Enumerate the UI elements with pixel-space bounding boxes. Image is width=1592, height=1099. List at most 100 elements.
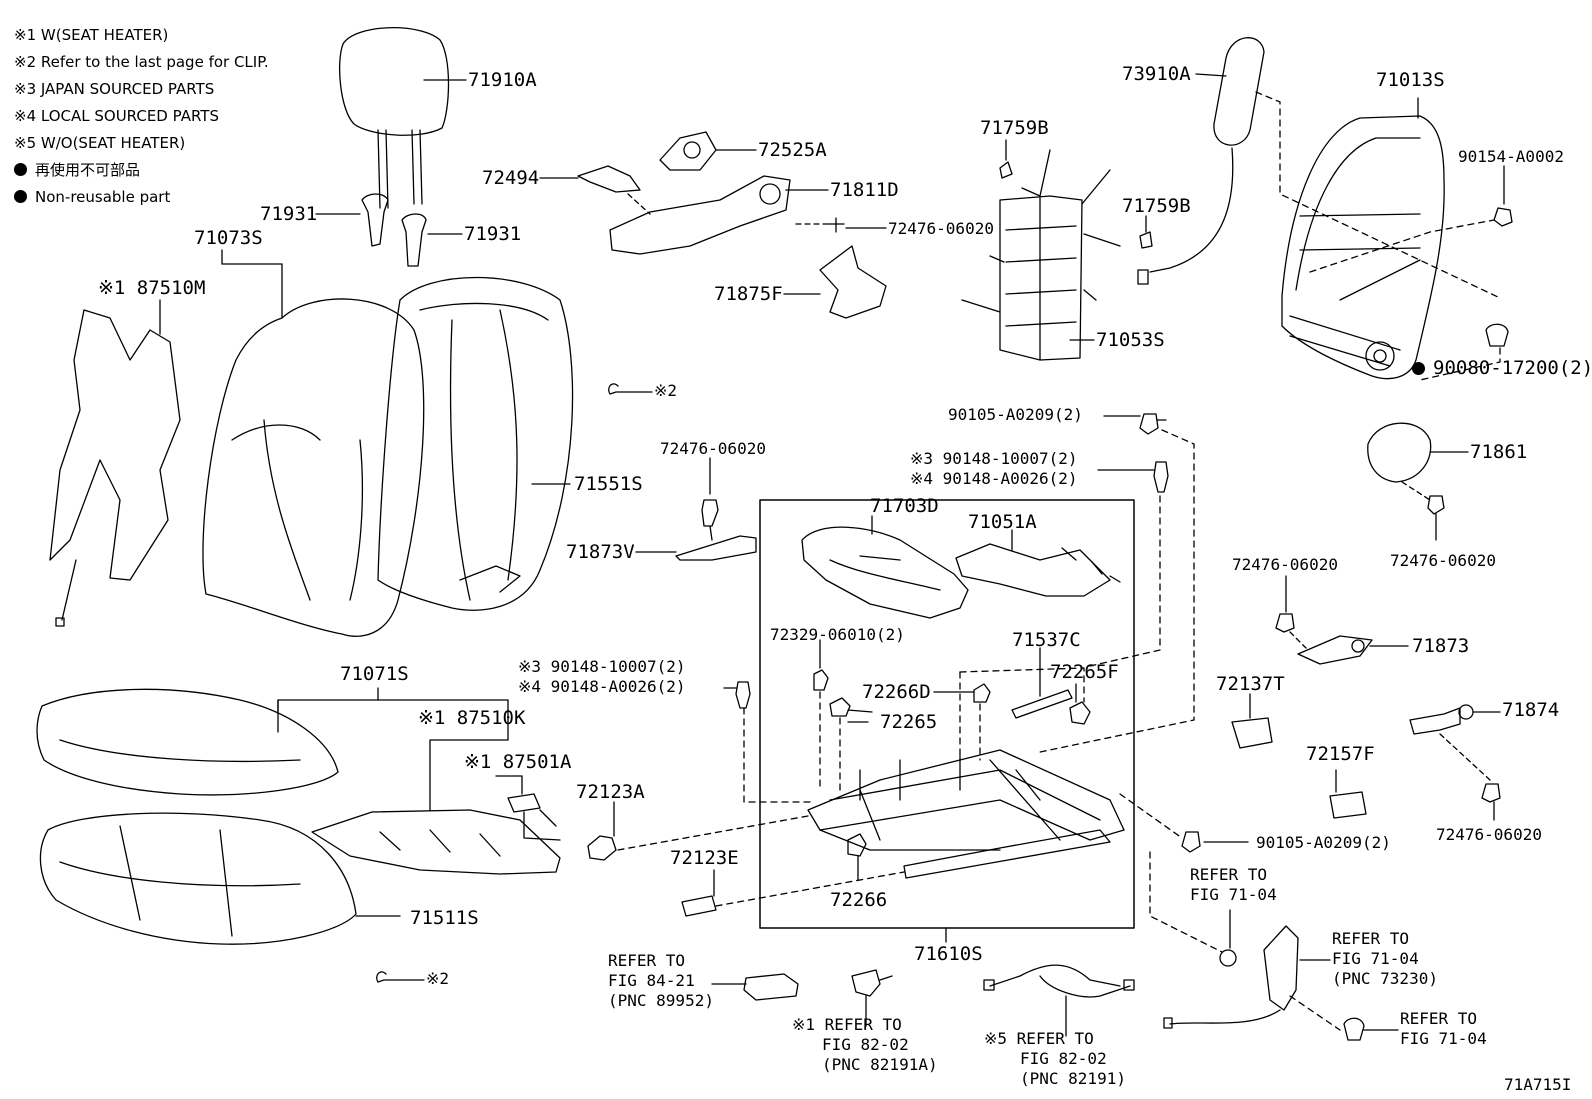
legend-note-5: ※5 W/O(SEAT HEATER) bbox=[14, 134, 186, 152]
part-label-90105-A0209-b: 90105-A0209(2) bbox=[1256, 833, 1391, 852]
cover-71861 bbox=[1367, 422, 1432, 483]
clip-note-a: ※2 bbox=[654, 381, 678, 400]
pan-71703D bbox=[801, 526, 969, 619]
part-label-90148-A0026-a: ※4 90148-A0026(2) bbox=[910, 469, 1078, 488]
bolt-72476-b bbox=[1427, 495, 1445, 515]
part-label-71759B-b: 71759B bbox=[1122, 195, 1191, 217]
ref-fig7104-b-line1: REFER TO bbox=[1332, 929, 1410, 948]
nut-90080 bbox=[1485, 323, 1509, 347]
part-label-71073S: 71073S bbox=[194, 227, 263, 249]
part-label-71931-b: 71931 bbox=[464, 223, 522, 245]
ref-fig8202b-line3: (PNC 82191) bbox=[1020, 1069, 1126, 1088]
heater-mat-87510K bbox=[311, 809, 561, 875]
ref-fig7104-b-line3: (PNC 73230) bbox=[1332, 969, 1438, 988]
bolt-90105-b bbox=[1181, 831, 1201, 853]
part-label-71875F: 71875F bbox=[714, 283, 783, 305]
clip-71759B-a bbox=[999, 161, 1013, 179]
legend-nonreusable-en: Non-reusable part bbox=[14, 184, 269, 211]
part-label-72265F: 72265F bbox=[1050, 661, 1119, 683]
cushion-pad-71511S bbox=[39, 812, 357, 945]
harness-ref-82191 bbox=[983, 964, 1135, 998]
seat-frame-group-box bbox=[759, 499, 1135, 929]
bolt-72476-d bbox=[1275, 613, 1295, 633]
part-label-72266D: 72266D bbox=[862, 681, 931, 703]
bolt-90105-a bbox=[1139, 413, 1167, 435]
part-label-71873V: 71873V bbox=[566, 541, 635, 563]
part-label-71873: 71873 bbox=[1412, 635, 1470, 657]
clip-72265F bbox=[1069, 701, 1091, 725]
part-label-72476-06020-b: 72476-06020 bbox=[1390, 551, 1496, 570]
part-label-72329-06010: 72329-06010(2) bbox=[770, 625, 905, 644]
bolt-72476-a bbox=[827, 217, 845, 233]
part-label-72476-06020-d: 72476-06020 bbox=[1232, 555, 1338, 574]
part-label-71013S: 71013S bbox=[1376, 69, 1445, 91]
cover-71811D bbox=[609, 175, 791, 255]
airbag-73910A bbox=[1137, 37, 1265, 285]
part-label-72525A: 72525A bbox=[758, 139, 827, 161]
figure-id: 71A715I bbox=[1504, 1075, 1572, 1094]
module-ref-8421 bbox=[743, 973, 799, 1001]
clip-note-b: ※2 bbox=[426, 969, 450, 988]
filled-dot-icon bbox=[14, 190, 27, 203]
part-label-71071S: 71071S bbox=[340, 663, 409, 685]
part-label-90148-A0026-b: ※4 90148-A0026(2) bbox=[518, 677, 686, 696]
legend-nonreusable-en-text: Non-reusable part bbox=[35, 188, 171, 206]
bracket-71874 bbox=[1409, 707, 1461, 735]
bolt-72476-c bbox=[701, 499, 719, 527]
clip-72123E bbox=[681, 895, 717, 917]
frame-71013S bbox=[1281, 115, 1445, 380]
ref-fig7104-b-line2: FIG 71-04 bbox=[1332, 949, 1419, 968]
clip-72266D bbox=[973, 683, 991, 703]
clip-72123A bbox=[587, 835, 617, 861]
part-label-90080-17200: 90080-17200(2) bbox=[1412, 358, 1592, 378]
part-label-71759B-a: 71759B bbox=[980, 117, 1049, 139]
bracket-71873 bbox=[1297, 635, 1373, 665]
part-label-71511S: 71511S bbox=[410, 907, 479, 929]
clip-72265 bbox=[829, 697, 851, 717]
support-71931-right bbox=[401, 213, 427, 267]
cushion-cover-71071S bbox=[36, 688, 339, 796]
part-label-72266: 72266 bbox=[830, 889, 888, 911]
legend-note-3: ※3 JAPAN SOURCED PARTS bbox=[14, 80, 215, 98]
legend-note-1: ※1 W(SEAT HEATER) bbox=[14, 26, 169, 44]
ring-ref bbox=[1219, 949, 1237, 967]
headrest-71910A bbox=[338, 27, 450, 209]
nut-ref bbox=[1343, 1017, 1365, 1041]
part-label-87510K: ※1 87510K bbox=[418, 707, 526, 729]
ref-fig7104-c-line2: FIG 71-04 bbox=[1400, 1029, 1487, 1048]
seatback-pad-71551S bbox=[377, 276, 574, 611]
part-label-90105-A0209-a: 90105-A0209(2) bbox=[948, 405, 1083, 424]
part-label-71874: 71874 bbox=[1502, 699, 1560, 721]
part-label-71051A: 71051A bbox=[968, 511, 1037, 533]
legend-nonreusable-jp-text: 再使用不可部品 bbox=[35, 161, 141, 179]
part-label-71610S: 71610S bbox=[914, 943, 983, 965]
part-label-71053S: 71053S bbox=[1096, 329, 1165, 351]
switch-87501A bbox=[507, 793, 541, 813]
ref-fig8421-line1: REFER TO bbox=[608, 951, 686, 970]
part-label-72476-06020-a: 72476-06020 bbox=[888, 219, 994, 238]
nut-90154 bbox=[1493, 207, 1513, 227]
part-label-90080-17200-text: 90080-17200(2) bbox=[1433, 357, 1592, 379]
ref-fig8421-line3: (PNC 89952) bbox=[608, 991, 714, 1010]
bolt-90148-b bbox=[735, 681, 751, 709]
leader-71073S bbox=[221, 249, 283, 319]
part-label-71910A: 71910A bbox=[468, 69, 537, 91]
spring-71051A bbox=[955, 543, 1111, 597]
clip-71759B-b bbox=[1139, 231, 1153, 249]
part-label-87510M: ※1 87510M bbox=[98, 277, 206, 299]
seat-frame-71610S bbox=[807, 749, 1125, 879]
filled-dot-icon bbox=[14, 163, 27, 176]
bracket-72494 bbox=[577, 165, 641, 193]
ref-fig8202a-line3: (PNC 82191A) bbox=[822, 1055, 938, 1074]
part-label-71931-a: 71931 bbox=[260, 203, 318, 225]
bracket-72525A bbox=[659, 131, 717, 171]
part-label-72123A: 72123A bbox=[576, 781, 645, 803]
part-label-71551S: 71551S bbox=[574, 473, 643, 495]
part-label-90154-A0002: 90154-A0002 bbox=[1458, 147, 1564, 166]
part-label-71811D: 71811D bbox=[830, 179, 899, 201]
part-label-71703D: 71703D bbox=[870, 495, 939, 517]
part-label-71537C: 71537C bbox=[1012, 629, 1081, 651]
ref-fig8202a-line2: FIG 82-02 bbox=[822, 1035, 909, 1054]
ref-fig8202b-line1: ※5 REFER TO bbox=[984, 1029, 1094, 1048]
